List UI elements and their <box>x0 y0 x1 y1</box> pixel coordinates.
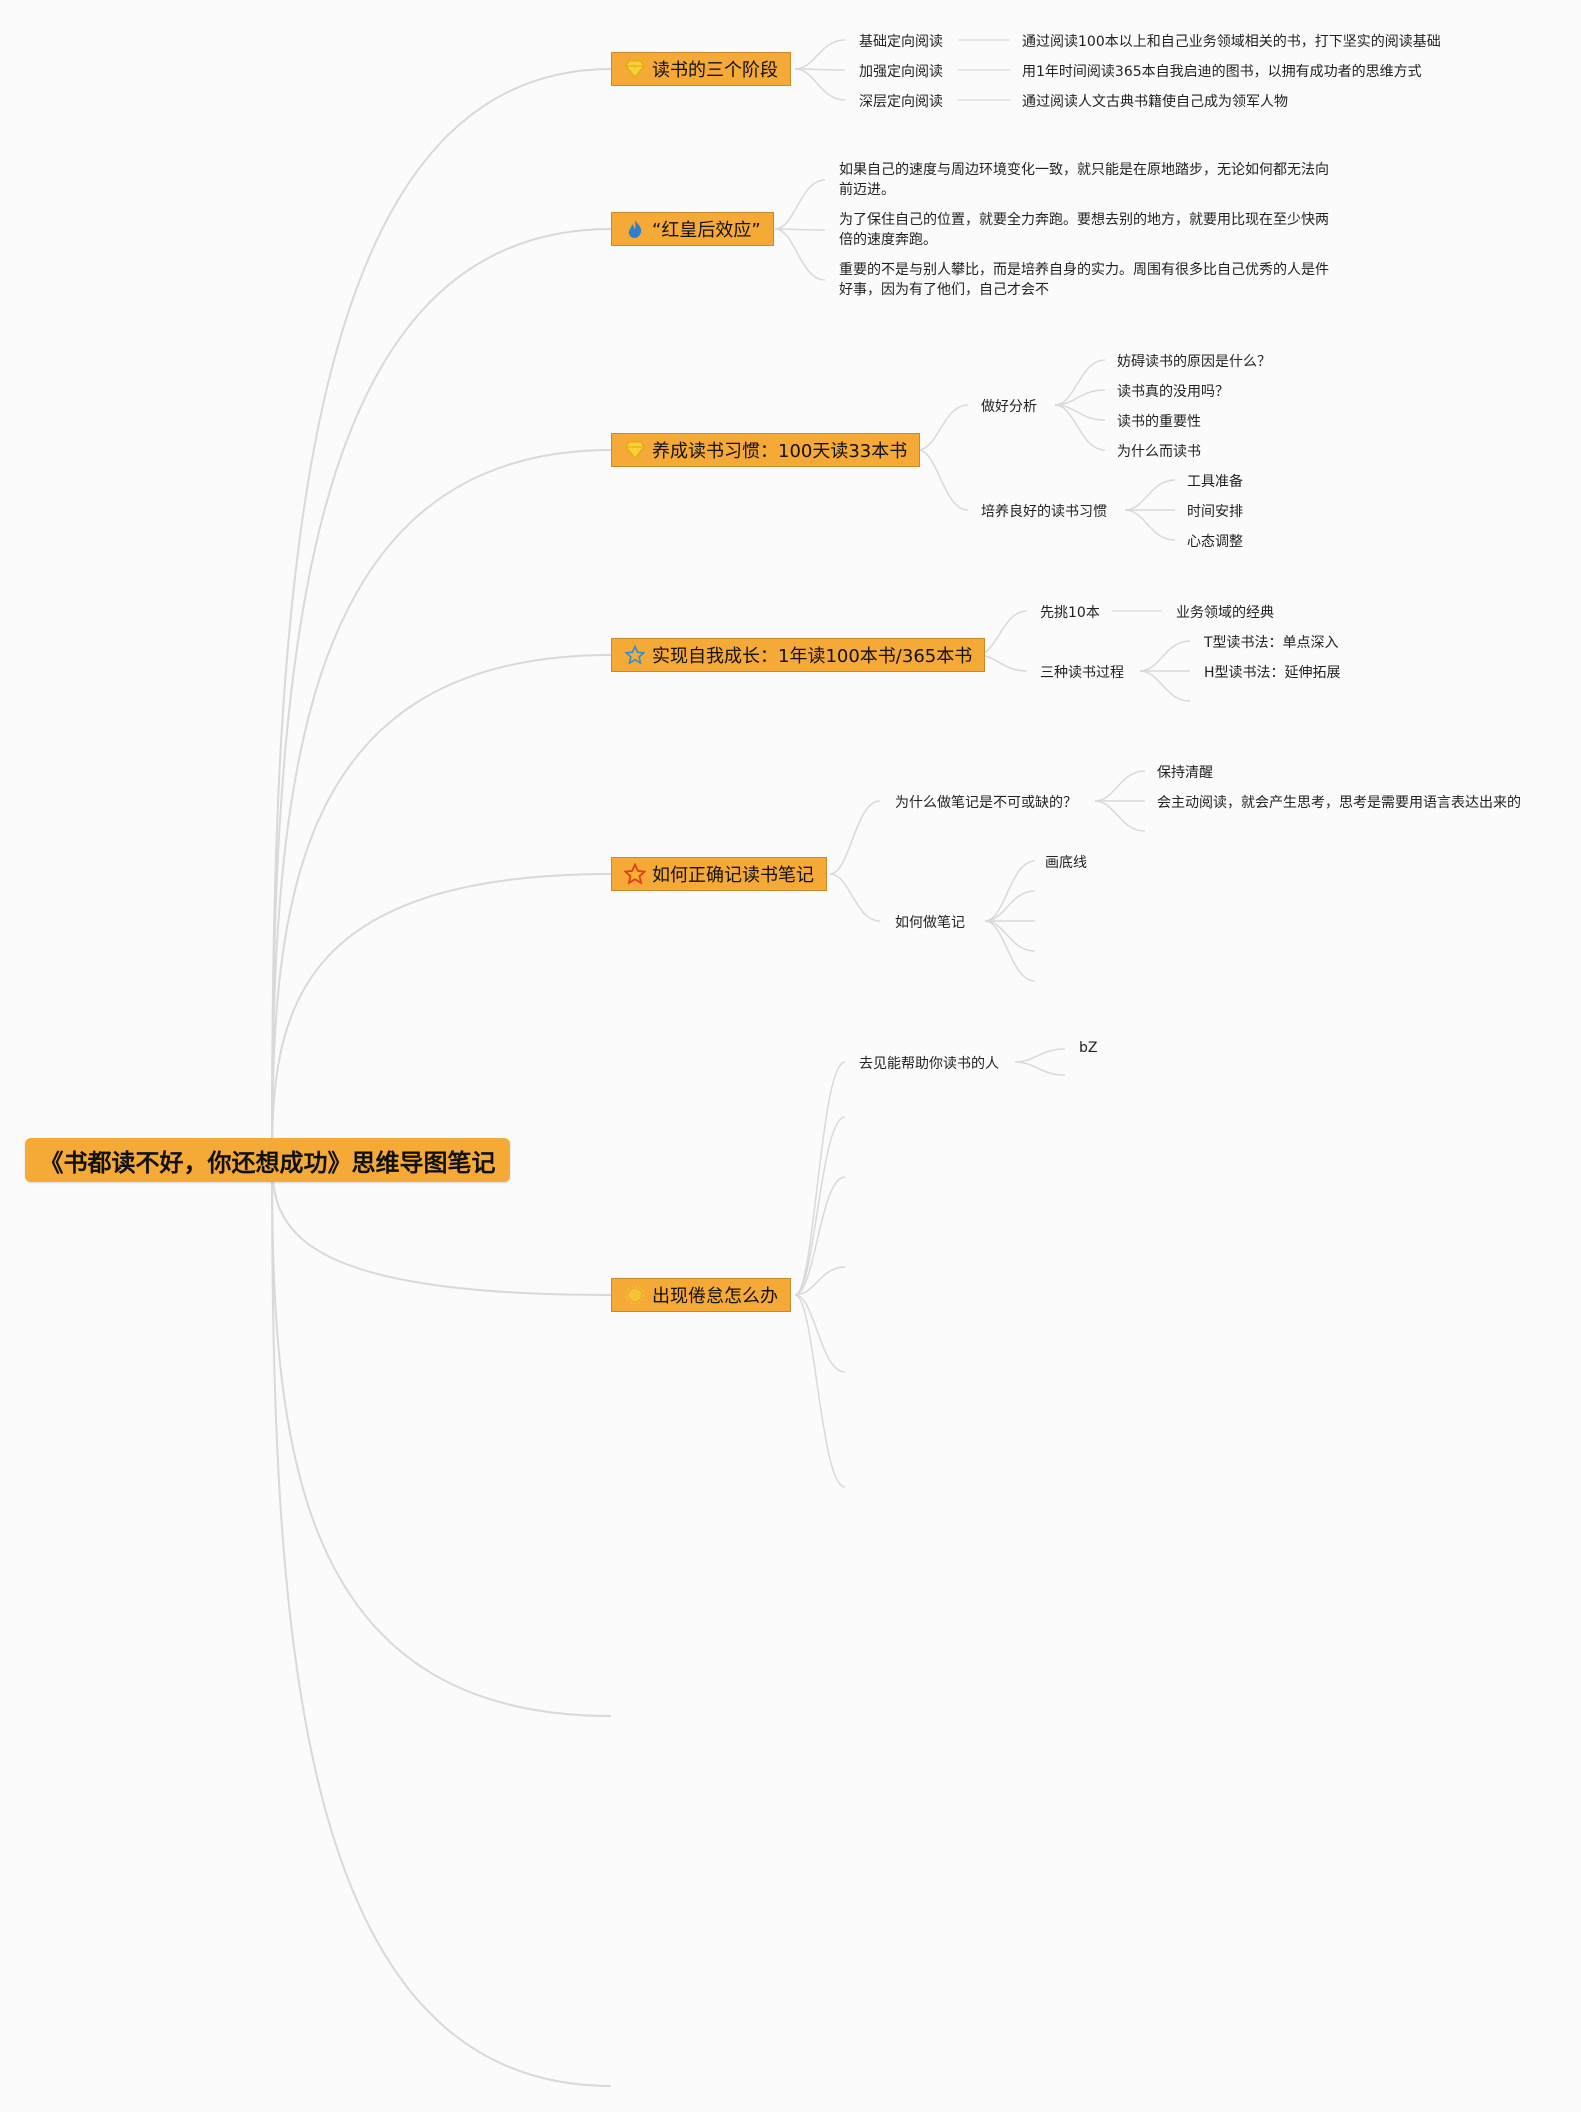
sun-icon <box>624 1284 646 1306</box>
connector-line <box>984 920 1036 952</box>
root-branch-line <box>271 228 612 1161</box>
root-branch-line <box>271 654 612 1161</box>
group-why-notes[interactable]: 为什么做笔记是不可或缺的？ <box>895 795 1077 811</box>
red-queen-note-1[interactable]: 如果自己的速度与周边环境变化一致，就只能是在原地踏步，无论如何都无法向前迈进。 <box>839 162 1329 198</box>
star-red-icon <box>624 863 646 885</box>
topic-reading-stages[interactable]: 读书的三个阶段 <box>611 52 791 86</box>
how-notes-item[interactable]: 画底线 <box>1045 855 1087 871</box>
connector-line <box>1014 1061 1066 1076</box>
connector-line <box>774 179 826 230</box>
analysis-item[interactable]: 读书的重要性 <box>1117 414 1201 430</box>
stage-basic-detail[interactable]: 通过阅读100本以上和自己业务领域相关的书，打下坚实的阅读基础 <box>1022 34 1441 50</box>
connector-line <box>774 228 826 231</box>
root-branch-line <box>271 1159 612 1296</box>
habit-item[interactable]: 工具准备 <box>1187 474 1243 490</box>
connector-line <box>829 800 881 875</box>
connector-line <box>1014 1048 1066 1063</box>
topic-burnout[interactable]: 出现倦怠怎么办 <box>611 1278 791 1312</box>
star-outline-icon <box>624 644 646 666</box>
connector-line <box>1054 359 1106 406</box>
stage-deep-detail[interactable]: 通过阅读人文古典书籍使自己成为领军人物 <box>1022 94 1288 110</box>
topic-label: 如何正确记读书笔记 <box>652 865 814 886</box>
topic-label: 实现自我成长：1年读100本书/365本书 <box>652 646 973 667</box>
connector-line <box>917 449 969 511</box>
connector-line <box>794 68 846 101</box>
connector-line <box>917 404 969 451</box>
root-branch-line <box>271 873 612 1161</box>
why-notes-item[interactable]: 会主动阅读，就会产生思考，思考是需要用语言表达出来的 <box>1157 795 1521 811</box>
connector-line <box>794 1294 846 1488</box>
pick-ten-item[interactable]: 业务领域的经典 <box>1176 605 1274 621</box>
stage-deep[interactable]: 深层定向阅读 <box>859 94 943 110</box>
analysis-item[interactable]: 为什么而读书 <box>1117 444 1201 460</box>
connector-line <box>794 1061 846 1296</box>
root-branch-line <box>271 449 612 1161</box>
root-branch-line <box>271 1159 612 2087</box>
stage-enhanced[interactable]: 加强定向阅读 <box>859 64 943 80</box>
red-queen-note-2[interactable]: 为了保住自己的位置，就要全力奔跑。要想去别的地方，就要用比现在至少快两倍的速度奔… <box>839 212 1329 248</box>
root-branch-line <box>271 68 612 1161</box>
analysis-item[interactable]: 妨碍读书的原因是什么？ <box>1117 354 1271 370</box>
connector-line <box>774 228 826 281</box>
root-branch-line <box>271 1159 612 1717</box>
diamond-icon <box>624 439 646 461</box>
connector-line <box>794 1176 846 1296</box>
connector-line <box>794 39 846 70</box>
connector-line <box>829 873 881 922</box>
process-item[interactable]: T型读书法：单点深入 <box>1204 635 1339 651</box>
group-three-processes[interactable]: 三种读书过程 <box>1040 665 1124 681</box>
connector-line <box>1054 404 1106 451</box>
connector-line <box>794 1266 846 1296</box>
meet-helpers-item[interactable]: bZ <box>1079 1040 1098 1056</box>
connector-line <box>1139 670 1191 702</box>
root-topic[interactable]: 《书都读不好，你还想成功》思维导图笔记 <box>25 1138 510 1182</box>
connector-line <box>794 1294 846 1373</box>
connector-line <box>984 920 1036 982</box>
diamond-icon <box>624 58 646 80</box>
connector-line <box>794 1116 846 1296</box>
connector-line <box>1139 640 1191 672</box>
habit-item[interactable]: 时间安排 <box>1187 504 1243 520</box>
root-topic-label: 《书都读不好，你还想成功》思维导图笔记 <box>39 1148 496 1177</box>
group-how-notes[interactable]: 如何做笔记 <box>895 915 965 931</box>
group-meet-helpers[interactable]: 去见能帮助你读书的人 <box>859 1056 999 1072</box>
stage-basic[interactable]: 基础定向阅读 <box>859 34 943 50</box>
why-notes-item[interactable]: 保持清醒 <box>1157 765 1213 781</box>
topic-label: 读书的三个阶段 <box>652 60 778 81</box>
group-analysis[interactable]: 做好分析 <box>981 399 1037 415</box>
process-item[interactable]: H型读书法：延伸拓展 <box>1204 665 1341 681</box>
topic-label: “红皇后效应” <box>652 220 761 241</box>
connector-line <box>1094 770 1146 802</box>
topic-self-growth[interactable]: 实现自我成长：1年读100本书/365本书 <box>611 638 986 672</box>
group-pick-ten[interactable]: 先挑10本 <box>1040 605 1100 621</box>
topic-red-queen-effect[interactable]: “红皇后效应” <box>611 212 774 246</box>
analysis-item[interactable]: 读书真的没用吗？ <box>1117 384 1229 400</box>
topic-reading-habit[interactable]: 养成读书习惯：100天读33本书 <box>611 433 921 467</box>
stage-enhanced-detail[interactable]: 用1年时间阅读365本自我启迪的图书，以拥有成功者的思维方式 <box>1022 64 1422 80</box>
red-queen-note-3[interactable]: 重要的不是与别人攀比，而是培养自身的实力。周围有很多比自己优秀的人是件好事，因为… <box>839 262 1329 298</box>
connector-line <box>1124 509 1176 541</box>
connector-line <box>984 860 1036 922</box>
group-good-habit[interactable]: 培养良好的读书习惯 <box>981 504 1107 520</box>
habit-item[interactable]: 心态调整 <box>1187 534 1243 550</box>
topic-label: 出现倦怠怎么办 <box>652 1286 778 1307</box>
topic-reading-notes[interactable]: 如何正确记读书笔记 <box>611 857 827 891</box>
topic-label: 养成读书习惯：100天读33本书 <box>652 441 908 462</box>
connector-line <box>984 890 1036 922</box>
connector-line <box>1094 800 1146 832</box>
flame-icon <box>624 218 646 240</box>
connector-line <box>1124 479 1176 511</box>
